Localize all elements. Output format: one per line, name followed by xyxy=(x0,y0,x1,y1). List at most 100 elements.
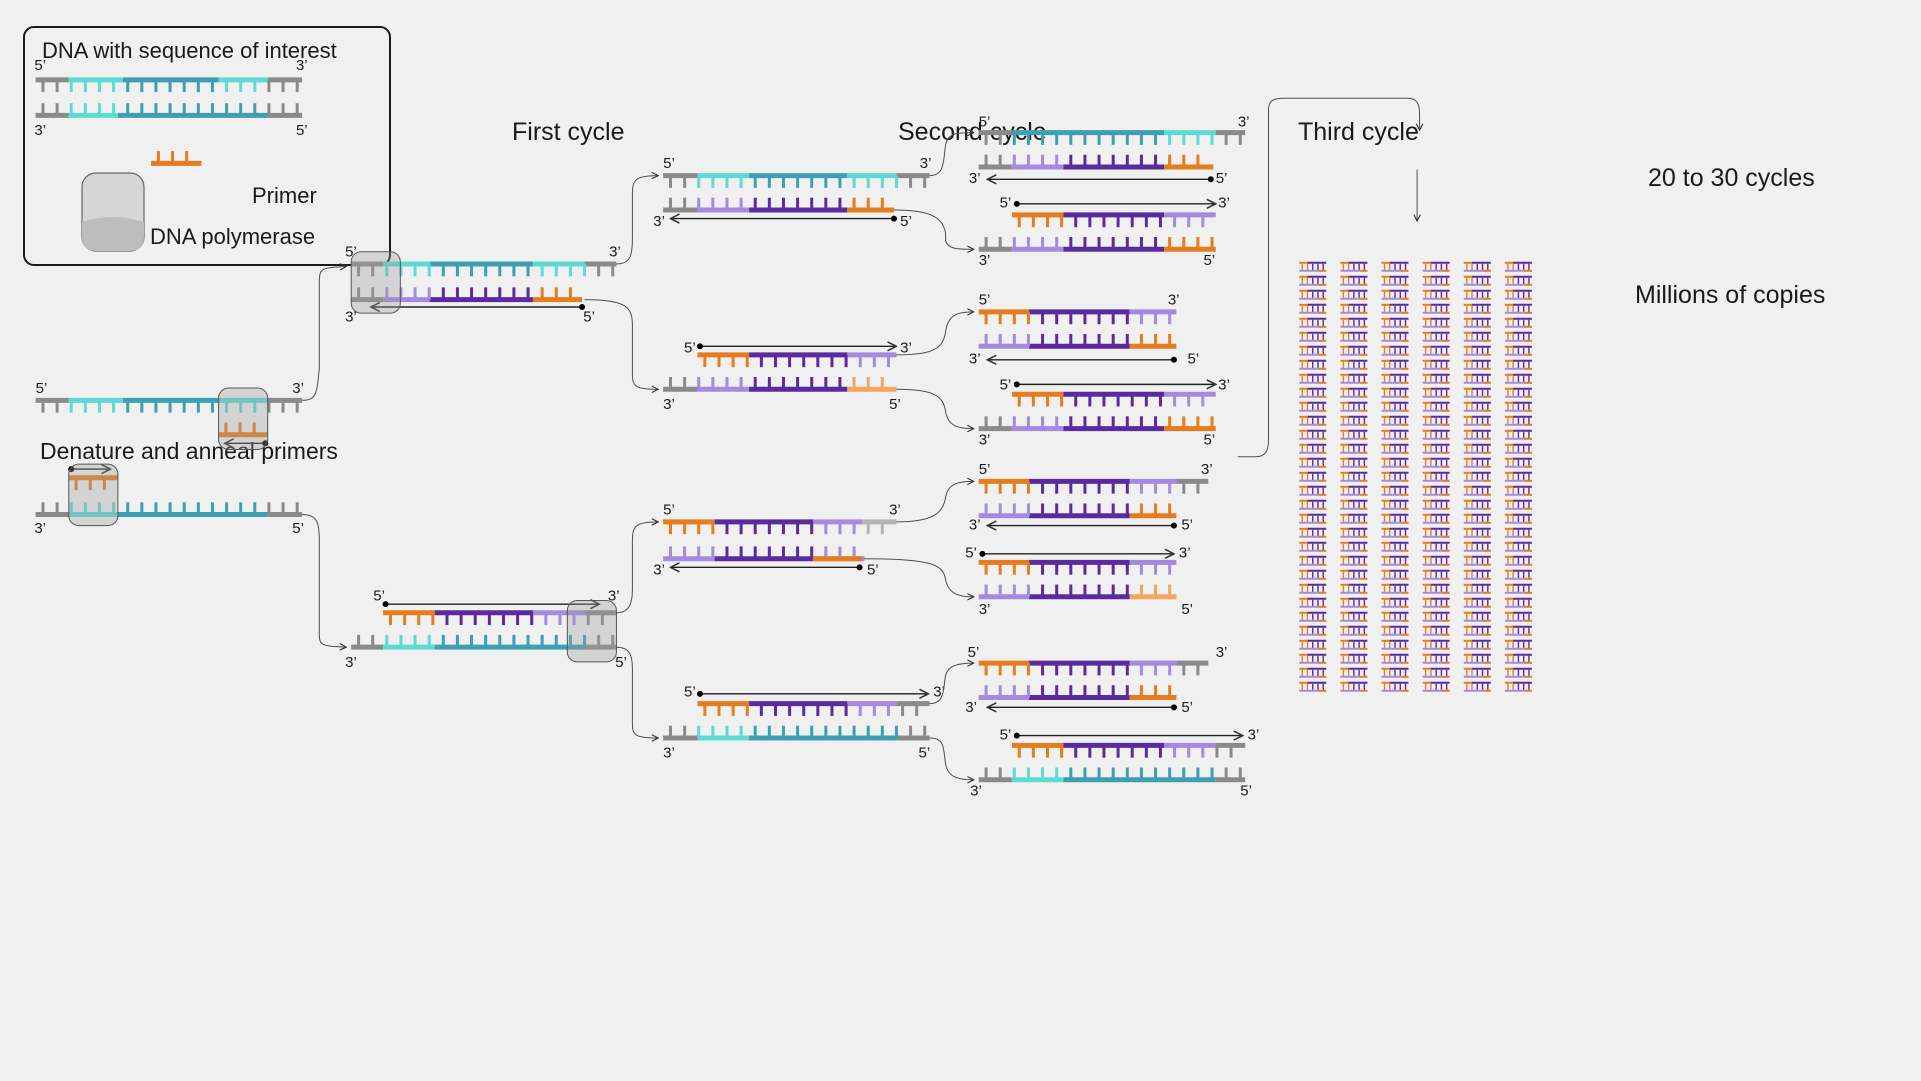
connector-line xyxy=(929,737,974,780)
end-label: 5’ xyxy=(1000,376,1012,393)
end-label: 3’ xyxy=(663,745,675,762)
end-label: 3’ xyxy=(292,380,304,397)
end-label: 3’ xyxy=(608,587,620,604)
end-label: 5’ xyxy=(900,213,912,230)
end-label: 3’ xyxy=(1248,726,1260,743)
connector-line xyxy=(864,558,974,597)
primer-dot xyxy=(1170,522,1177,529)
end-label: 5’ xyxy=(979,292,991,309)
end-label: 5’ xyxy=(867,562,879,579)
heading-third-cycle: Third cycle xyxy=(1298,118,1419,146)
end-label: 5’ xyxy=(296,122,308,139)
end-label: 3’ xyxy=(979,252,991,269)
connector-line xyxy=(616,522,659,614)
connectors xyxy=(302,97,1420,780)
legend-dna: 5’3’3’5’ xyxy=(34,57,307,139)
end-label: 3’ xyxy=(345,654,357,671)
end-label: 5’ xyxy=(1187,350,1199,367)
connector-line xyxy=(584,299,659,390)
end-label: 3’ xyxy=(653,213,665,230)
end-label: 5’ xyxy=(292,520,304,537)
primer-dot xyxy=(382,601,389,608)
end-label: 5’ xyxy=(889,396,901,413)
end-label: 3’ xyxy=(969,350,981,367)
end-label: 5’ xyxy=(968,644,980,661)
primer-dot xyxy=(979,550,986,557)
end-label: 5’ xyxy=(1203,252,1215,269)
end-label: 3’ xyxy=(1168,292,1180,309)
legend-title: DNA with sequence of interest xyxy=(42,38,337,63)
end-label: 5’ xyxy=(615,654,627,671)
third-cycle-products: 5’ 3’ 3’ 5’ 5’ 3’ 3’ 5’ 5’ 3’ 3’ 5’ 5’ 3’ 3’ 5’ 5’ 3’ 3’ 5’… xyxy=(965,113,1259,799)
end-label: 5’ xyxy=(34,57,46,74)
end-label: 5’ xyxy=(919,745,931,762)
end-label: 3’ xyxy=(1218,376,1230,393)
end-label: 3’ xyxy=(1201,461,1213,478)
primer-icon xyxy=(151,151,202,166)
polymerase-icon xyxy=(68,463,119,527)
connector-line xyxy=(929,663,974,705)
primer-dot xyxy=(1013,732,1020,739)
end-label: 3’ xyxy=(34,520,46,537)
end-label: 3’ xyxy=(979,432,991,449)
end-label: 5’ xyxy=(1240,783,1252,800)
end-label: 5’ xyxy=(684,339,696,356)
heading-copies: Millions of copies xyxy=(1635,281,1825,309)
primer-dot xyxy=(1013,200,1020,207)
polymerase-icon xyxy=(350,251,401,314)
end-label: 3’ xyxy=(969,170,981,187)
primer-dot xyxy=(696,690,703,697)
end-label: 5’ xyxy=(1181,516,1193,533)
end-label: 5’ xyxy=(965,545,977,562)
end-label: 3’ xyxy=(965,699,977,716)
polymerase-icon xyxy=(566,599,617,663)
primer-dot xyxy=(1170,704,1177,711)
primer-dot xyxy=(696,343,703,350)
first-cycle-products: 5’3’3’5’5’3’3’5’ xyxy=(345,244,627,671)
connector-line xyxy=(896,312,973,356)
polymerase-label: DNA polymerase xyxy=(150,224,315,249)
end-label: 5’ xyxy=(1203,432,1215,449)
connector-line xyxy=(302,267,346,401)
heading-first-cycle: First cycle xyxy=(512,118,625,146)
end-label: 3’ xyxy=(1218,195,1230,212)
second-cycle-products: 5’3’3’5’5’3’3’5’5’3’3’5’5’3’3’5’ xyxy=(653,155,945,761)
end-label: 5’ xyxy=(663,502,675,519)
end-label: 3’ xyxy=(970,783,982,800)
primer-dot xyxy=(890,215,897,222)
primer-dot xyxy=(1207,176,1214,183)
end-label: 3’ xyxy=(889,502,901,519)
connector-line xyxy=(616,646,659,738)
end-label: 3’ xyxy=(609,244,621,261)
end-label: 5’ xyxy=(1181,601,1193,618)
end-label: 5’ xyxy=(684,683,696,700)
end-label: 3’ xyxy=(969,516,981,533)
end-label: 3’ xyxy=(1238,113,1250,130)
end-label: 5’ xyxy=(979,113,991,130)
primer-dot xyxy=(1013,381,1020,388)
heading-cycles: 20 to 30 cycles xyxy=(1648,164,1815,192)
connector-line xyxy=(1237,97,1420,458)
end-label: 5’ xyxy=(345,244,357,261)
polymerase-icon-shade xyxy=(82,217,144,251)
end-label: 5’ xyxy=(1000,195,1012,212)
end-label: 3’ xyxy=(1179,545,1191,562)
end-label: 5’ xyxy=(1000,726,1012,743)
primer-dot xyxy=(1170,356,1177,363)
connector-line xyxy=(893,209,974,249)
connector-line xyxy=(929,133,974,177)
end-label: 5’ xyxy=(1216,170,1228,187)
polymerase-icon xyxy=(218,387,269,450)
primer-label: Primer xyxy=(252,183,317,208)
primer-dot xyxy=(579,304,586,310)
connector-line xyxy=(302,514,346,648)
end-label: 3’ xyxy=(345,309,357,326)
end-label: 3’ xyxy=(900,339,912,356)
pcr-strands: 5’ 3’ 3’ 5’ 5’ 3’ 3’ 5’ 5’ 3’ 3’ 5’ 5’ 3’ 3’ 5’ 5’ 3’ 3’ 5’… xyxy=(34,97,1420,800)
end-label: 3’ xyxy=(1216,644,1228,661)
end-label: 3’ xyxy=(979,601,991,618)
end-label: 3’ xyxy=(933,683,945,700)
end-label: 3’ xyxy=(920,155,932,172)
end-label: 5’ xyxy=(1181,699,1193,716)
